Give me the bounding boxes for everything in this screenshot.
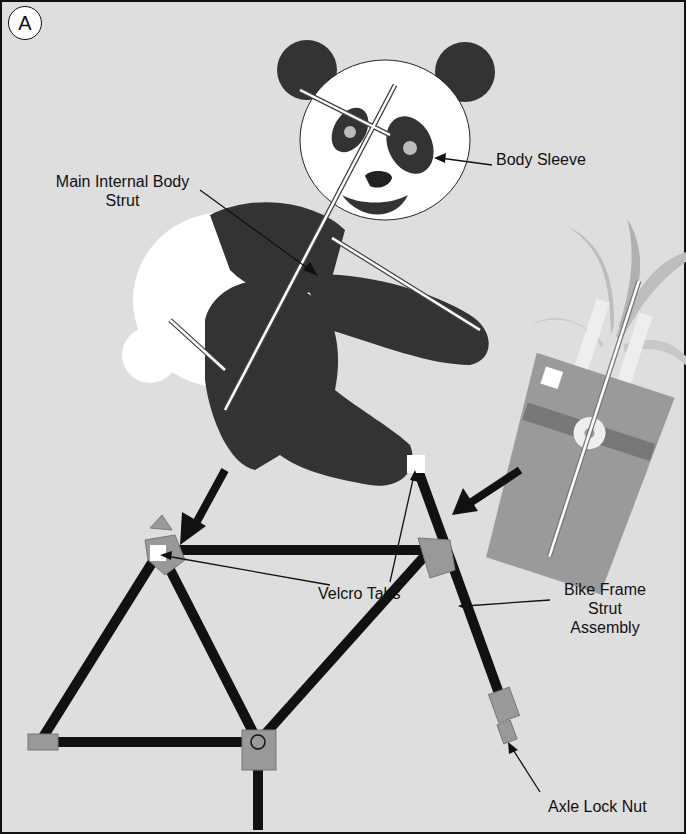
part-label: Axle Lock Nut <box>548 797 668 816</box>
panel-letter: A <box>18 12 31 35</box>
part-label: Velcro Tabs <box>318 584 428 603</box>
part-label: Body Sleeve <box>496 150 616 169</box>
panel-letter-circle: A <box>8 6 42 40</box>
part-label: Main Internal Body Strut <box>40 172 205 210</box>
part-label: Bike Frame Strut Assembly <box>555 580 655 637</box>
